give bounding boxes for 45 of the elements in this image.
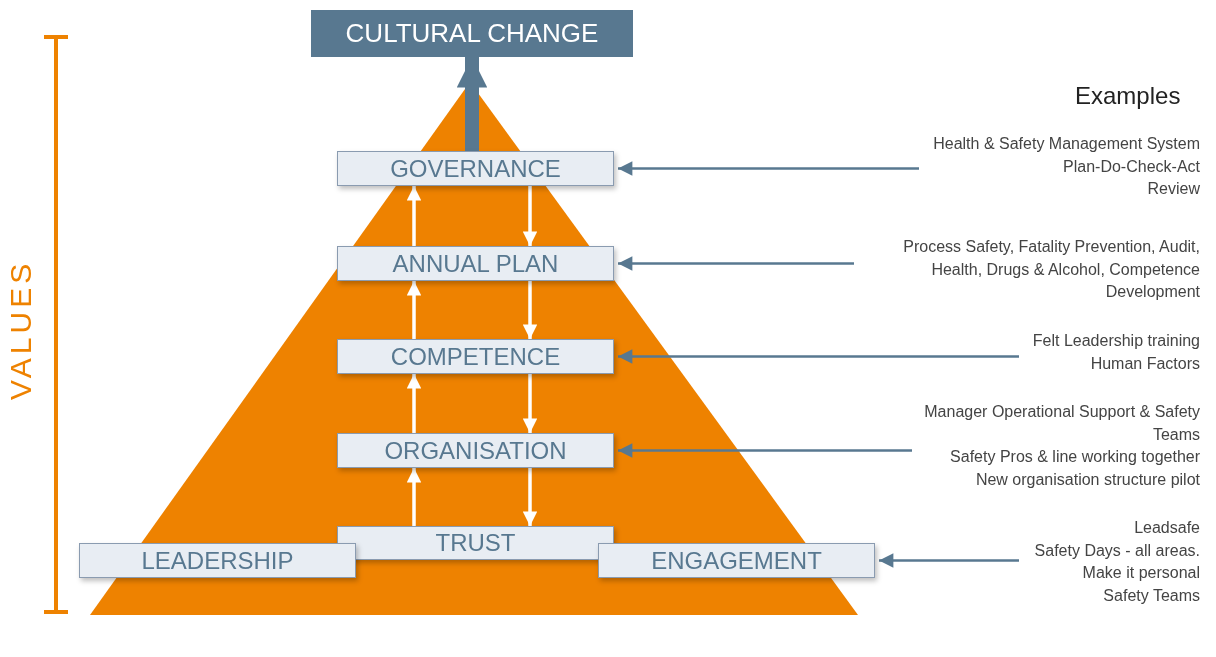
level-box	[79, 543, 356, 578]
example-text: Safety Pros & line working together	[950, 447, 1200, 467]
example-text: New organisation structure pilot	[975, 469, 1200, 490]
arrow	[522, 281, 538, 339]
level-box	[337, 246, 614, 281]
box-label: ORGANISATION	[384, 436, 567, 465]
example-text: Felt Leadership training	[1032, 331, 1200, 351]
arrow	[618, 161, 919, 176]
arrow	[406, 374, 422, 433]
heading: Examples	[1075, 82, 1181, 110]
example-text: Plan-Do-Check-Act	[1063, 156, 1200, 177]
arrow	[456, 57, 488, 151]
arrow	[618, 256, 854, 271]
box-label: TRUST	[435, 529, 516, 557]
arrow	[879, 553, 1019, 568]
example-text: Make it personal	[1082, 563, 1200, 583]
arrow	[522, 186, 538, 246]
example-text: Safety Days - all areas.	[1034, 540, 1200, 561]
level-box	[337, 526, 614, 560]
values-label: VALUES	[4, 259, 38, 400]
box-label: ENGAGEMENT	[651, 546, 822, 575]
example-text: Health & Safety Management System	[933, 134, 1200, 154]
box-label: LEADERSHIP	[141, 546, 294, 575]
level-box	[337, 339, 614, 374]
arrow	[618, 443, 912, 458]
arrow	[522, 374, 538, 433]
arrow	[406, 186, 422, 246]
example-text: Leadsafe	[1134, 518, 1200, 538]
box-label: ANNUAL PLAN	[392, 249, 559, 278]
level-box	[337, 433, 614, 468]
example-text: Human Factors	[1090, 353, 1200, 374]
example-text: Manager Operational Support & Safety Teams	[923, 402, 1200, 445]
arrow	[406, 281, 422, 339]
level-box	[598, 543, 875, 578]
arrow	[618, 349, 1019, 364]
example-text: Process Safety, Fatality Prevention, Audit, Health, Drugs & Alcohol, Competence Development	[902, 237, 1200, 302]
arrow	[522, 468, 538, 526]
box-label: COMPETENCE	[390, 342, 561, 371]
goal-banner	[311, 10, 633, 57]
example-text: Review	[1147, 179, 1200, 199]
level-box	[337, 151, 614, 186]
box-label: GOVERNANCE	[390, 154, 561, 183]
example-text: Safety Teams	[1103, 585, 1200, 606]
box-label: CULTURAL CHANGE	[345, 18, 599, 49]
arrow	[406, 468, 422, 526]
